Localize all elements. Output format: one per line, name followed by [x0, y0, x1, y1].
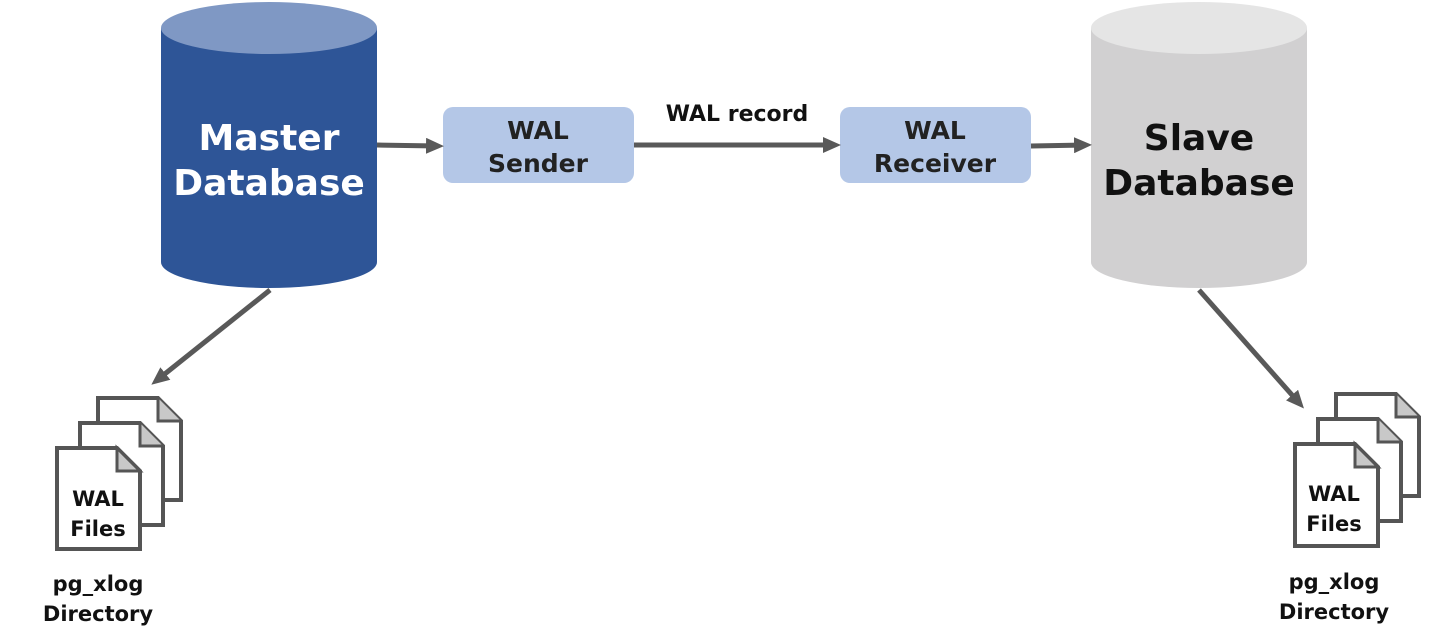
left-wal-files-icon: WAL Files: [55, 396, 183, 551]
wal-sender-label-line1: WAL: [507, 116, 569, 145]
arrow-master-to-sender: [376, 137, 444, 154]
wal-record-label: WAL record: [666, 102, 809, 127]
left-wal-files-label-line2: Files: [70, 517, 125, 541]
wal-receiver-label-line2: Receiver: [874, 149, 997, 178]
wal-receiver-box: WAL Receiver: [840, 107, 1031, 183]
wal-receiver-label-line1: WAL: [904, 116, 966, 145]
right-wal-files-icon: WAL Files: [1293, 392, 1421, 548]
arrow-receiver-to-slave: [1030, 137, 1092, 154]
wal-sender-label-line2: Sender: [488, 149, 589, 178]
slave-database-label-line1: Slave: [1144, 118, 1254, 159]
arrow-master-to-wal-files: [151, 288, 272, 385]
right-wal-files-label-line2: Files: [1306, 512, 1361, 536]
right-directory-label-line1: pg_xlog: [1289, 570, 1380, 594]
wal-sender-box: WAL Sender: [443, 107, 634, 183]
arrow-slave-to-wal-files: [1197, 288, 1304, 409]
master-database-label-line2: Database: [173, 163, 365, 204]
right-directory-label-line2: Directory: [1279, 600, 1389, 624]
right-wal-files-label-line1: WAL: [1308, 482, 1360, 506]
left-directory-label-line2: Directory: [43, 602, 153, 626]
slave-database-cylinder: Slave Database: [1091, 2, 1307, 288]
master-database-label-line1: Master: [199, 118, 340, 159]
left-wal-files-label-line1: WAL: [72, 487, 124, 511]
left-directory-label-line1: pg_xlog: [53, 572, 144, 596]
master-database-cylinder: Master Database: [161, 2, 377, 288]
slave-database-label-line2: Database: [1103, 163, 1295, 204]
